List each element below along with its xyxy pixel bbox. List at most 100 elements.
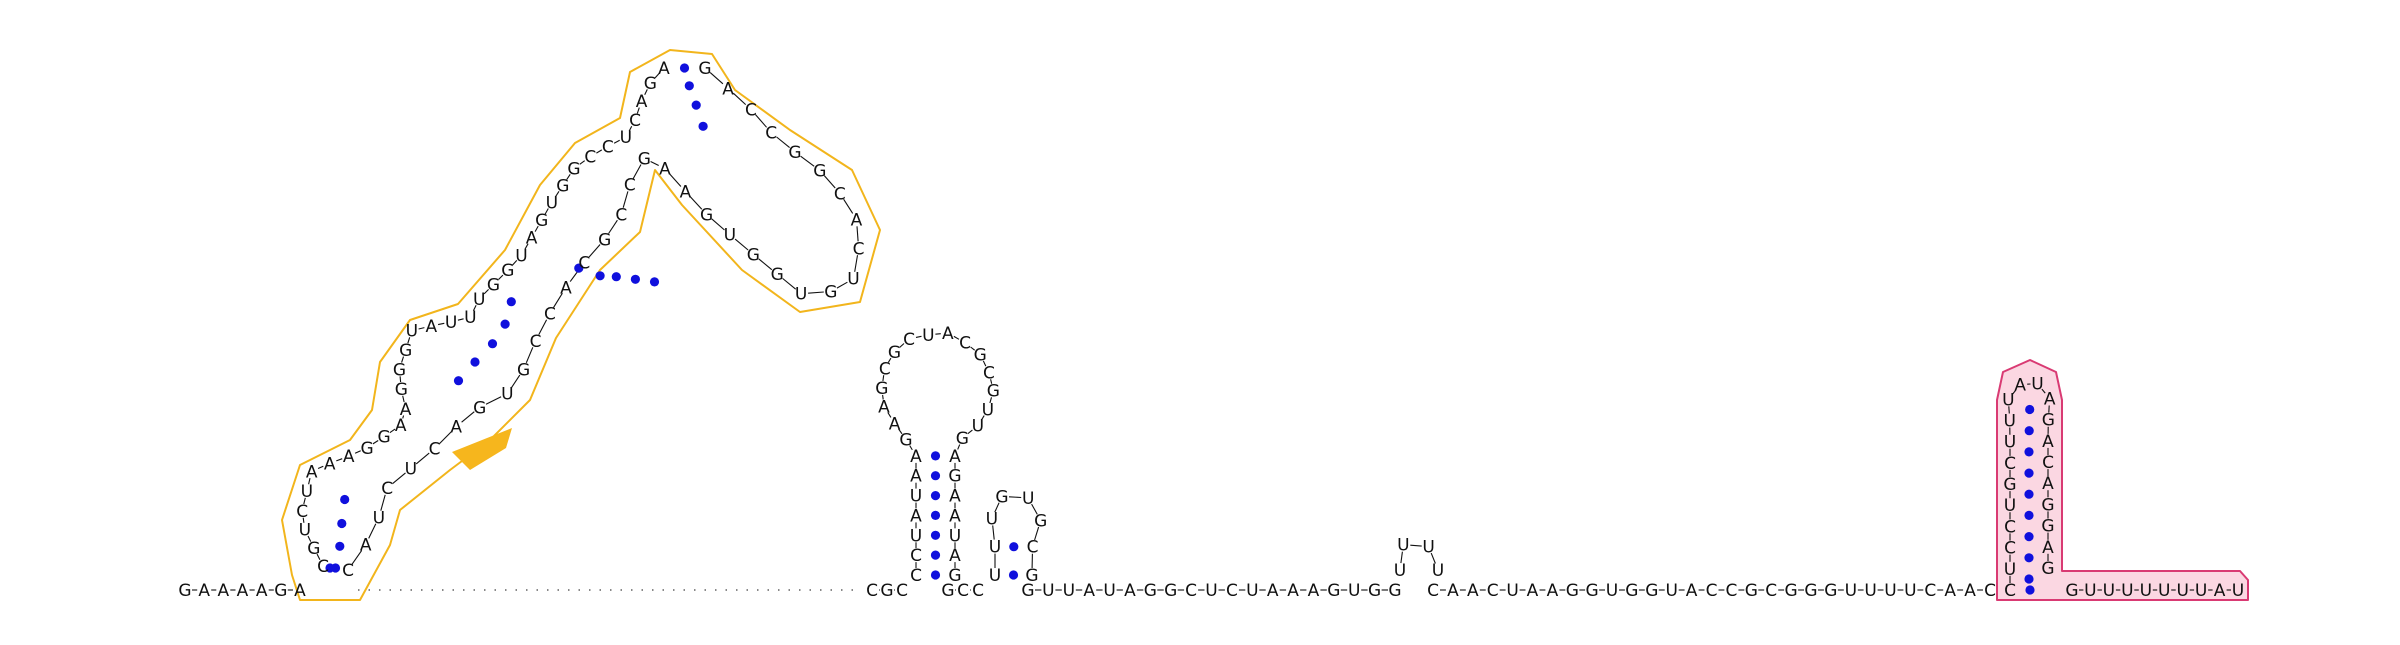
hairpin-3-nucleotide: G [1034, 512, 1047, 532]
backbone-4-nucleotide: C [1706, 581, 1718, 601]
backbone-3-nucleotide: A [1287, 581, 1299, 601]
hairpin-2-nucleotide: A [949, 487, 961, 507]
domain-1-right-backbone-link [553, 292, 563, 308]
backbone-2-nucleotide: G [941, 581, 954, 601]
domain-1-left-nucleotide: C [296, 502, 308, 522]
domain-1-right-backbone-link [622, 191, 629, 208]
hairpin-2-backbone-link [909, 445, 913, 451]
domain-1-left-backbone-link [389, 428, 396, 434]
domain-1-apical-stem-pair-dot [698, 121, 708, 131]
hairpin-5-nucleotide: G [2041, 495, 2054, 515]
domain-1-left-nucleotide: A [395, 416, 407, 436]
hairpin-5-pair-dot [2024, 532, 2034, 542]
hairpin-5-nucleotide: A [2014, 376, 2026, 396]
hairpin-4-backbone-link [1410, 544, 1422, 547]
domain-1-left-backbone-link [437, 322, 445, 326]
domain-1-left-backbone-link [579, 160, 586, 165]
hairpin-5-pair-dot [2024, 468, 2034, 478]
backbone-4-nucleotide: A [1686, 581, 1698, 601]
domain-1-left-nucleotide: G [361, 439, 374, 459]
domain-1-left-nucleotide: G [393, 360, 406, 380]
hairpin-2-nucleotide: G [948, 566, 961, 586]
domain-1-upper-stem-pair-dot [574, 263, 584, 273]
domain-1-left-backbone-link [654, 72, 660, 79]
domain-1-mid-stem-pair-dot [506, 297, 516, 307]
domain-1-left-nucleotide: A [400, 400, 412, 420]
domain-1-right-backbone-link [351, 550, 363, 565]
hairpin-5-pair-dot [2024, 553, 2034, 563]
domain-1-left-backbone-link [524, 243, 529, 250]
tail-3prime-nucleotide: U [2195, 581, 2207, 601]
domain-1-right-nucleotide: C [544, 305, 556, 325]
backbone-3-nucleotide: U [1042, 581, 1054, 601]
hairpin-2-nucleotide: C [983, 363, 995, 383]
leader-nucleotide: A [198, 581, 210, 601]
domain-1-right-backbone-link [782, 278, 797, 290]
domain-1-right-backbone-link [669, 173, 682, 187]
domain-1-left-backbone-link [307, 535, 312, 542]
hairpin-5-nucleotide: U [2004, 560, 2016, 580]
domain-1-left-backbone-link [555, 191, 560, 197]
hairpin-2-nucleotide: U [949, 526, 961, 546]
domain-1-right-nucleotide: G [638, 149, 651, 169]
hairpin-2-backbone-link [957, 444, 961, 450]
domain-1-right-backbone-link [588, 244, 601, 258]
hairpin-2-nucleotide: A [910, 467, 922, 487]
hairpin-4-backbone-link [1400, 551, 1403, 564]
hairpin-2-pair-dot [930, 471, 941, 481]
hairpin-2-nucleotide: A [949, 546, 961, 566]
domain-1-right-backbone-link [758, 258, 773, 271]
domain-1-right-nucleotide: U [795, 285, 807, 305]
highlight-layer [281, 49, 2249, 601]
domain-1-left-nucleotide: C [584, 148, 596, 168]
backbone-3-nucleotide: C [1185, 581, 1197, 601]
hairpin-3-backbone-link [994, 502, 1000, 513]
hairpin-5-nucleotide: G [2042, 411, 2055, 431]
domain-1-left-nucleotide: U [620, 128, 632, 148]
hairpin-4-nucleotide: U [1397, 536, 1409, 556]
hairpin-3-nucleotide: C [1027, 538, 1039, 558]
domain-1-right-backbone-link [510, 374, 521, 389]
domain-1-left-nucleotide: G [307, 539, 320, 559]
domain-1-highlight-outline [281, 49, 881, 601]
hairpin-5-nucleotide: U [2002, 390, 2014, 410]
domain-1-left-nucleotide: U [515, 246, 527, 266]
hairpin-5-pair-dot [2024, 510, 2034, 520]
backbone-4-nucleotide: G [1625, 581, 1638, 601]
hairpin-4-nucleotide: U [1432, 561, 1444, 581]
domain-1-right-backbone-link [734, 238, 749, 251]
domain-1-left-backbone-link [354, 450, 361, 454]
backbone-2-nucleotide: C [972, 581, 984, 601]
hairpin-3-nucleotide: G [995, 487, 1008, 507]
hairpin-2-backbone-link [953, 335, 960, 340]
hairpin-2-nucleotide: U [910, 526, 922, 546]
hairpin-5-pair-dot [2025, 404, 2035, 415]
hairpin-5-nucleotide: A [2042, 474, 2054, 494]
domain-1-right-backbone-link [836, 281, 848, 289]
domain-1-left-nucleotide: A [658, 59, 670, 79]
hairpin-5-nucleotide: C [2004, 454, 2016, 474]
hairpin-2-backbone-link [935, 333, 941, 335]
hairpin-2-nucleotide: G [899, 431, 912, 451]
base-pair-layer [325, 63, 2035, 595]
backbone-4-nucleotide: A [1944, 581, 1956, 601]
tail-3prime-nucleotide: U [2176, 581, 2188, 601]
domain-1-left-backbone-link [302, 517, 305, 523]
hairpin-5-nucleotide: C [2004, 517, 2016, 537]
domain-1-left-nucleotide: G [644, 74, 657, 94]
domain-1-right-nucleotide: G [698, 59, 711, 79]
domain-1-right-nucleotide: G [473, 398, 486, 418]
hairpin-5-nucleotide: G [2041, 559, 2054, 579]
domain-1-left-nucleotide: U [445, 313, 457, 333]
hairpin-2-nucleotide: C [910, 566, 922, 586]
domain-1-right-nucleotide: A [680, 183, 692, 203]
backbone-4-nucleotide: A [1467, 581, 1479, 601]
backbone-4-nucleotide: A [1447, 581, 1459, 601]
domain-1-right-nucleotide: C [342, 561, 354, 581]
domain-1-left-backbone-link [636, 107, 640, 114]
domain-1-left-backbone-link [372, 440, 379, 445]
hairpin-5-backbone-link [2012, 389, 2017, 395]
backbone-4-nucleotide: U [1506, 581, 1518, 601]
